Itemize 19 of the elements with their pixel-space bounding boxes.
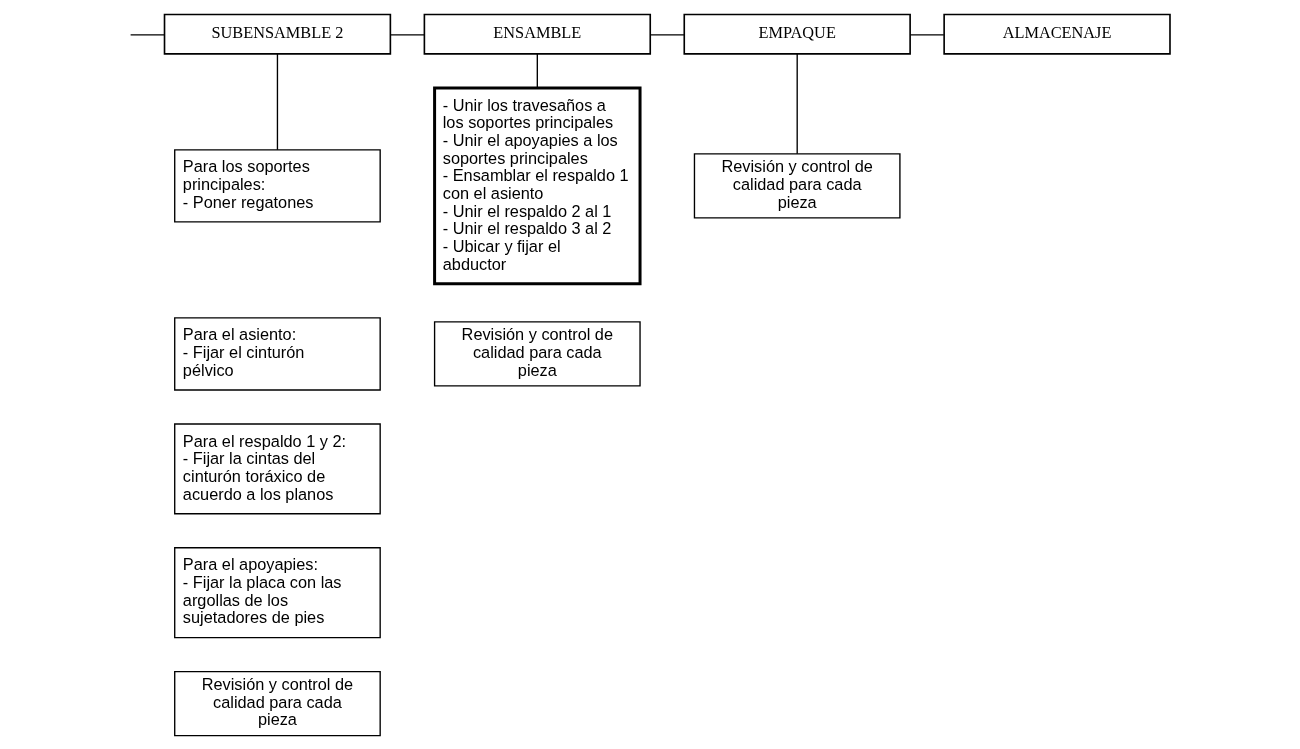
node-box: - Unir los travesaños a los soportes principales - Unir el apoyapies a los soportes principales - Ensamblar el respaldo 1 con el asiento - Unir el respaldo 2 al 1 - Unir el respaldo 3 al 2 - Ubicar y fijar el abductor — [433, 85, 642, 285]
node-box: Revisión y control de calidad para cada pieza — [174, 670, 381, 736]
connector — [909, 33, 945, 36]
node-box: SUBENSAMBLE 2 — [163, 13, 392, 55]
node-box: Para el apoyapies: - Fijar la placa con las argollas de los sujetadores de pies — [174, 546, 381, 638]
node-box: Para el asiento: - Fijar el cinturón pélvico — [174, 316, 381, 391]
node-box: EMPAQUE — [683, 13, 911, 55]
node-box: ENSAMBLE — [423, 13, 652, 55]
connector — [276, 52, 279, 150]
node-box: ALMACENAJE — [943, 13, 1171, 55]
connector — [796, 52, 798, 155]
node-box: Para el respaldo 1 y 2: - Fijar la cintas del cinturón toráxico de acuerdo a los planos — [174, 422, 381, 514]
node-box: Revisión y control de calidad para cada pieza — [433, 320, 641, 387]
connector — [536, 52, 538, 88]
connector — [649, 33, 685, 36]
node-box: Revisión y control de calidad para cada pieza — [693, 152, 901, 219]
node-box: Para los soportes principales: - Poner regatones — [174, 148, 381, 223]
connector — [129, 33, 166, 36]
connector — [390, 33, 425, 36]
